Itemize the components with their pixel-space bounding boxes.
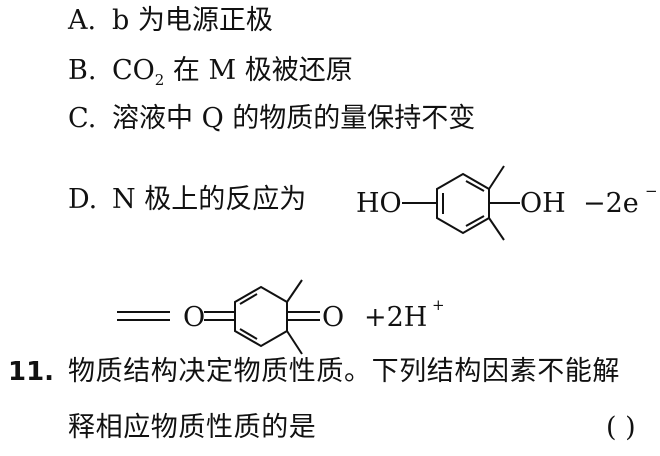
option-c: C. 溶液中 Q 的物质的量保持不变 bbox=[68, 103, 475, 135]
question-number: 11. bbox=[8, 357, 55, 387]
question-text-line1: 物质结构决定物质性质。下列结构因素不能解 bbox=[68, 356, 620, 387]
o-label-right: O bbox=[322, 302, 344, 333]
option-text: N 极上的反应为 bbox=[112, 184, 307, 215]
ho-label: HO bbox=[356, 188, 402, 219]
equals-sign bbox=[117, 311, 170, 321]
electron-charge: − bbox=[645, 182, 658, 200]
option-letter: D. bbox=[68, 184, 98, 215]
methyl-bond-top bbox=[488, 165, 505, 190]
answer-blank: ( ) bbox=[606, 412, 636, 443]
option-letter: B. bbox=[68, 55, 97, 86]
question-text-line2: 释相应物质性质的是 bbox=[68, 412, 317, 443]
ring-double-bond bbox=[229, 287, 249, 299]
ring-double-bond bbox=[239, 293, 258, 305]
electron-term: −2e bbox=[583, 188, 639, 219]
o-label-left: O bbox=[183, 302, 205, 333]
option-a: A. b 为电源正极 bbox=[68, 5, 273, 37]
option-d: D. N 极上的反应为 bbox=[68, 184, 306, 216]
option-text: 溶液中 Q 的物质的量保持不变 bbox=[112, 103, 476, 134]
benzene-ring bbox=[436, 172, 490, 235]
methyl-bond-bottom bbox=[488, 217, 505, 241]
option-letter: C. bbox=[68, 103, 97, 134]
product-structure bbox=[204, 279, 320, 355]
option-b: B. CO2 在 M 极被还原 bbox=[68, 55, 353, 96]
co2-subscript: 2 bbox=[154, 71, 165, 89]
oh-label: OH bbox=[520, 188, 566, 219]
double-bond-inner bbox=[465, 215, 485, 227]
option-text: 在 M 极被还原 bbox=[164, 55, 353, 86]
quinone-ring bbox=[234, 285, 288, 348]
methyl-bond-bottom bbox=[286, 330, 303, 355]
proton-term: +2H bbox=[364, 302, 427, 333]
reactant-structure bbox=[402, 165, 520, 241]
option-text: b 为电源正极 bbox=[112, 5, 273, 36]
double-bond-inner bbox=[465, 180, 485, 192]
co2-formula: CO bbox=[112, 55, 155, 86]
option-letter: A. bbox=[68, 5, 97, 36]
ring-double-bond bbox=[239, 328, 258, 340]
proton-charge: + bbox=[432, 296, 445, 314]
methyl-bond-top bbox=[286, 279, 303, 303]
